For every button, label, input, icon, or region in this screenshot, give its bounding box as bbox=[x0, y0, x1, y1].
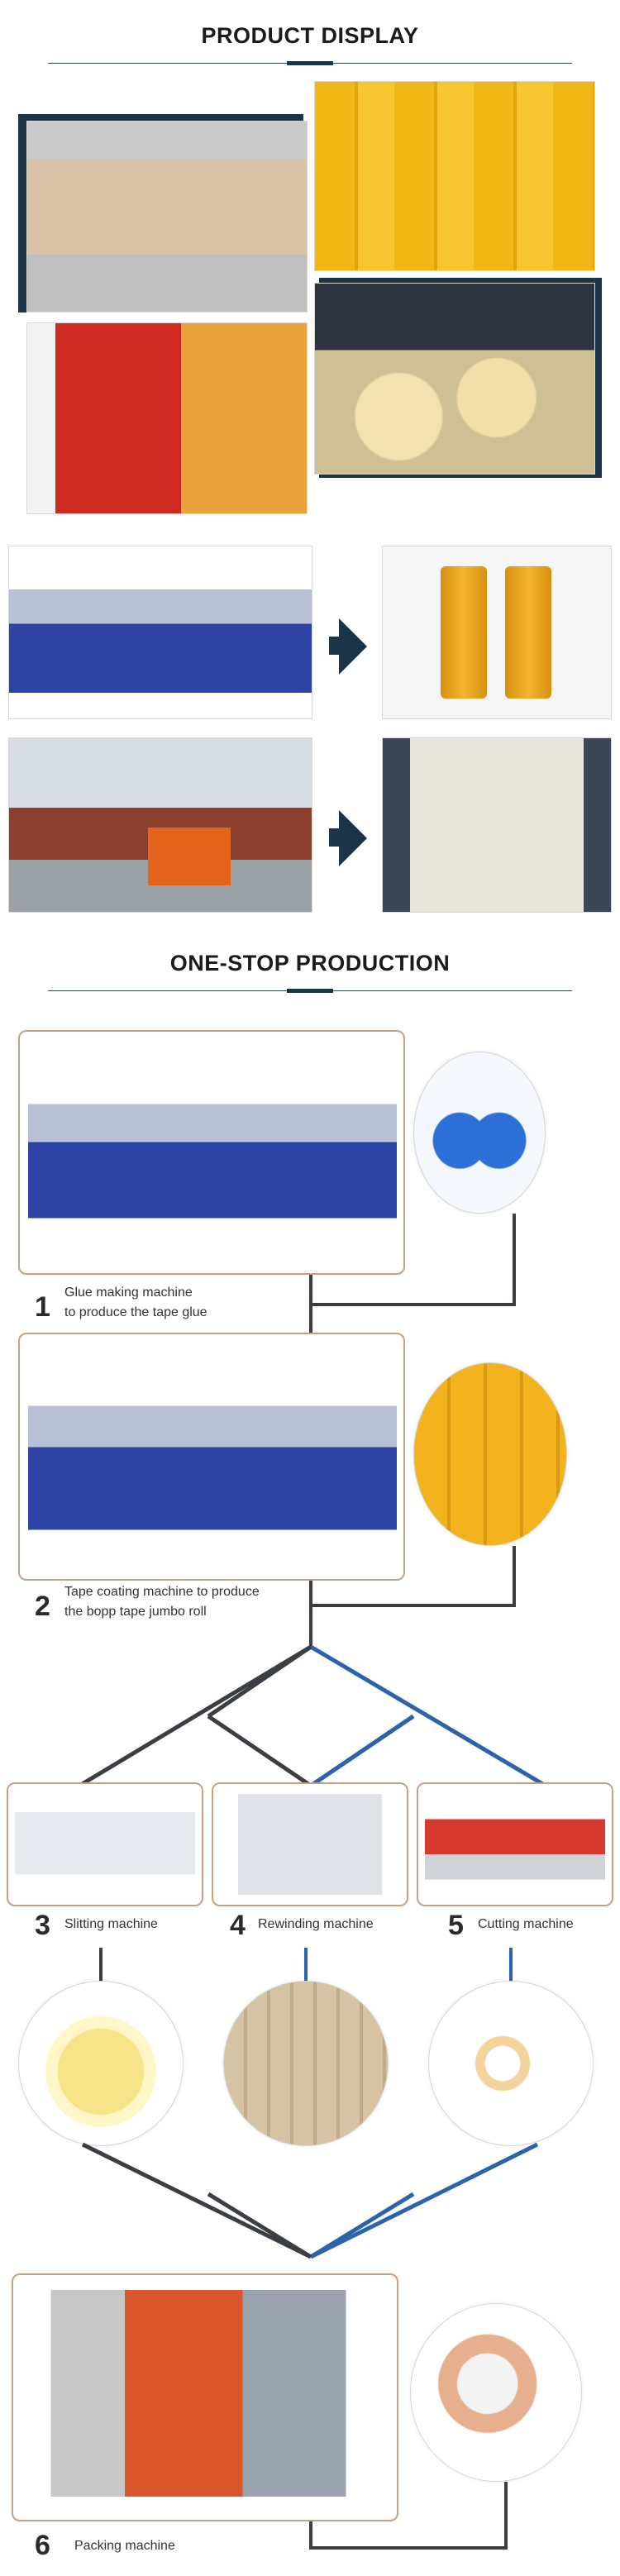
rewinding-machine-panel bbox=[212, 1782, 408, 1906]
title-rule-mark-2 bbox=[287, 989, 333, 993]
title-rule-mark bbox=[287, 61, 333, 65]
step-3-label: Slitting machine bbox=[64, 1917, 158, 1931]
truck-loading-photo bbox=[8, 737, 312, 913]
arrow-right-icon-2 bbox=[339, 810, 367, 866]
step-1-label: Glue making machine to produce the tape … bbox=[64, 1286, 207, 1319]
cutting-machine-panel bbox=[417, 1782, 613, 1906]
coating-machine-panel bbox=[18, 1333, 405, 1581]
connector-1-up bbox=[513, 1214, 516, 1306]
warehouse-rolls-photo bbox=[26, 121, 308, 312]
connector-5-down bbox=[509, 1948, 513, 1982]
slitting-machine-photo bbox=[15, 1794, 195, 1895]
step-4-number: 4 bbox=[230, 1910, 246, 1941]
printed-tape-circle bbox=[410, 2303, 582, 2482]
branch-lines-top bbox=[78, 1645, 547, 1788]
connector-6-h bbox=[309, 2546, 508, 2550]
yellow-rolls-photo bbox=[314, 81, 595, 271]
paper-cores-circle bbox=[223, 1981, 389, 2146]
production-title: ONE-STOP PRODUCTION bbox=[169, 951, 451, 976]
step-2-number: 2 bbox=[35, 1591, 50, 1622]
merge-lines-bottom bbox=[81, 2142, 539, 2259]
step-4-label: Rewinding machine bbox=[258, 1917, 374, 1931]
jumbo-roll-circle bbox=[413, 1362, 567, 1546]
container-load-photo bbox=[382, 737, 612, 913]
step-6-label: Packing machine bbox=[74, 2539, 175, 2553]
step-1-number: 1 bbox=[35, 1291, 50, 1323]
step-2-label: Tape coating machine to produce the bopp… bbox=[64, 1585, 260, 1619]
slitting-machine-panel bbox=[7, 1782, 203, 1906]
connector-2-down bbox=[309, 1581, 312, 1647]
step-5-label: Cutting machine bbox=[478, 1917, 574, 1931]
glue-machine-panel bbox=[18, 1030, 405, 1275]
coating-machine-photo-2 bbox=[28, 1354, 397, 1561]
step-3-number: 3 bbox=[35, 1910, 50, 1941]
glue-machine-photo bbox=[28, 1057, 397, 1247]
packing-machine-panel bbox=[12, 2273, 398, 2521]
connector-6-up bbox=[504, 2482, 508, 2548]
arrow-right-icon bbox=[339, 618, 367, 675]
packing-machine-photo bbox=[21, 2290, 390, 2497]
jumbo-rolls-photo bbox=[314, 283, 595, 475]
connector-2-up bbox=[513, 1546, 516, 1607]
masking-tape-circle bbox=[428, 1981, 594, 2146]
connector-1-h bbox=[309, 1303, 516, 1306]
step-6-number: 6 bbox=[35, 2530, 50, 2561]
clear-tape-circle bbox=[18, 1981, 184, 2146]
rewinding-machine-photo bbox=[220, 1794, 400, 1895]
connector-3-down bbox=[99, 1948, 103, 1982]
cutting-machine-photo bbox=[425, 1794, 605, 1895]
connector-2-h bbox=[309, 1604, 516, 1607]
product-display-title: PRODUCT DISPLAY bbox=[201, 23, 419, 48]
mixed-rolls-photo bbox=[26, 322, 308, 514]
step-5-number: 5 bbox=[448, 1910, 464, 1941]
blue-drums-circle bbox=[413, 1052, 546, 1214]
connector-4-down bbox=[304, 1948, 308, 1982]
coating-machine-photo bbox=[8, 546, 312, 719]
two-rolls-photo bbox=[382, 546, 612, 719]
connector-6-down bbox=[309, 2521, 312, 2550]
